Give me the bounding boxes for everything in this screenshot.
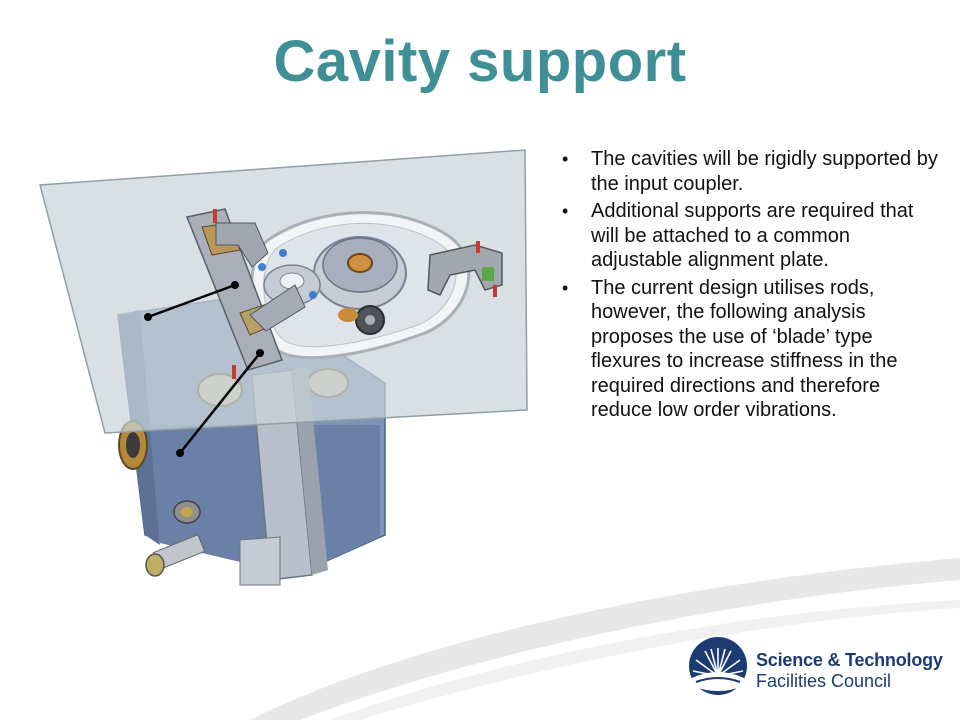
bullet-marker: •: [562, 201, 569, 221]
stfc-sunburst-icon: [689, 637, 747, 695]
logo-line-2: Facilities Council: [756, 671, 892, 691]
bullet-marker: •: [562, 277, 569, 298]
bullet-list: • The cavities will be rigidly supported…: [560, 147, 945, 426]
bullet-item: • Additional supports are required that …: [560, 199, 945, 273]
cavity-support-cad-figure: [30, 145, 550, 595]
slide-title: Cavity support: [273, 29, 687, 94]
bullet-text: Additional supports are required that wi…: [591, 200, 914, 271]
bullet-item: • The current design utilises rods, howe…: [560, 276, 945, 423]
logo-line-1: Science & Technology: [756, 650, 943, 670]
stfc-logo-text: Science & Technology Facilities Council: [756, 650, 943, 692]
bullet-text: The current design utilises rods, howeve…: [591, 276, 898, 422]
bullet-text: The cavities will be rigidly supported b…: [591, 148, 938, 195]
bullet-marker: •: [562, 149, 569, 169]
bullet-item: • The cavities will be rigidly supported…: [560, 147, 945, 196]
background-swoosh: [250, 558, 960, 720]
stfc-logo: Science & Technology Facilities Council: [688, 636, 948, 700]
